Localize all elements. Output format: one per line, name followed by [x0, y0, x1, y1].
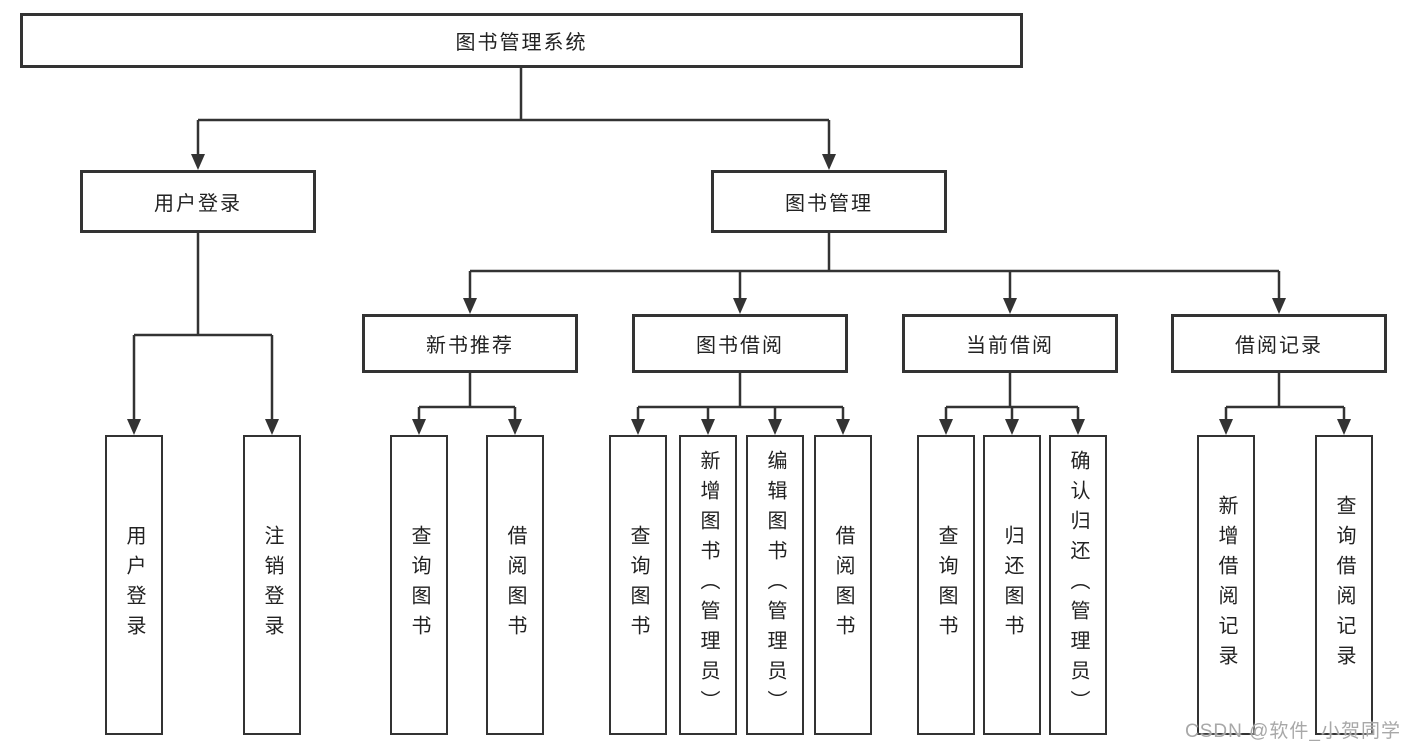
node-label: 查询图书: [408, 525, 430, 645]
node-label: 新增图书（管理员）: [697, 450, 719, 720]
leaf-add-borrow-record: 新增借阅记录: [1197, 435, 1255, 735]
node-root-library-system: 图书管理系统: [20, 13, 1023, 68]
watermark: CSDN @软件_小贺同学: [1185, 721, 1401, 742]
node-book-borrowing: 图书借阅: [632, 314, 848, 373]
node-label: 借阅记录: [1235, 335, 1323, 357]
node-label: 确认归还（管理员）: [1067, 450, 1089, 720]
leaf-query-books-current: 查询图书: [917, 435, 975, 735]
leaf-query-books-recommend: 查询图书: [390, 435, 448, 735]
leaf-query-books-borrowing: 查询图书: [609, 435, 667, 735]
leaf-add-books-admin: 新增图书（管理员）: [679, 435, 737, 735]
node-label: 用户登录: [123, 525, 145, 645]
leaf-user-login: 用户登录: [105, 435, 163, 735]
leaf-confirm-return-admin: 确认归还（管理员）: [1049, 435, 1107, 735]
node-label: 归还图书: [1001, 525, 1023, 645]
node-label: 新增借阅记录: [1215, 495, 1237, 675]
node-label: 用户登录: [154, 193, 242, 215]
node-label: 查询借阅记录: [1333, 495, 1355, 675]
node-label: 查询图书: [935, 525, 957, 645]
node-label: 借阅图书: [832, 525, 854, 645]
node-label: 编辑图书（管理员）: [764, 450, 786, 720]
leaf-logout: 注销登录: [243, 435, 301, 735]
leaf-query-borrow-record: 查询借阅记录: [1315, 435, 1373, 735]
node-user-login: 用户登录: [80, 170, 316, 233]
leaf-borrow-books-borrowing: 借阅图书: [814, 435, 872, 735]
node-label: 图书管理系统: [455, 32, 588, 54]
leaf-return-books: 归还图书: [983, 435, 1041, 735]
leaf-edit-books-admin: 编辑图书（管理员）: [746, 435, 804, 735]
node-label: 新书推荐: [426, 335, 514, 357]
node-new-book-recommend: 新书推荐: [362, 314, 578, 373]
node-label: 借阅图书: [504, 525, 526, 645]
leaf-borrow-books-recommend: 借阅图书: [486, 435, 544, 735]
node-borrowing-records: 借阅记录: [1171, 314, 1387, 373]
node-label: 注销登录: [261, 525, 283, 645]
node-book-management: 图书管理: [711, 170, 947, 233]
node-label: 当前借阅: [966, 335, 1054, 357]
node-label: 查询图书: [627, 525, 649, 645]
node-label: 图书管理: [785, 193, 873, 215]
node-label: 图书借阅: [696, 335, 784, 357]
node-current-borrowing: 当前借阅: [902, 314, 1118, 373]
